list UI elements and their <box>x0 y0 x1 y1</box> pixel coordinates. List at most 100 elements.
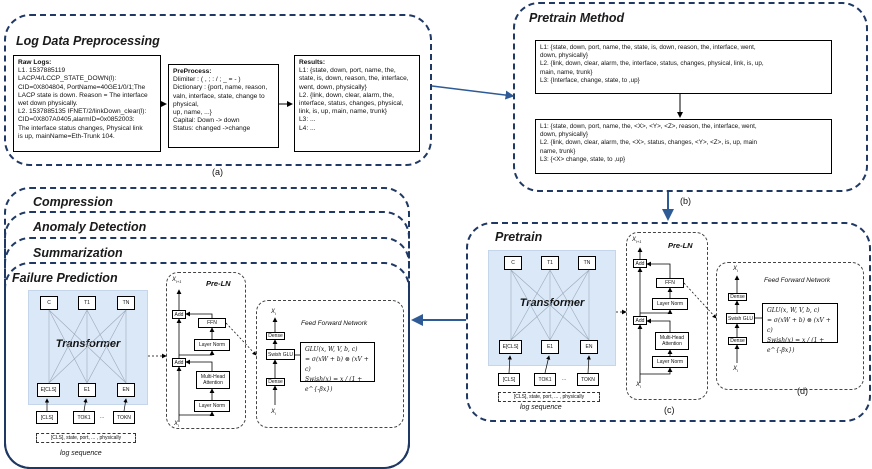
panel-c-frame <box>466 222 871 422</box>
in-token-tokn-left: TOKN <box>113 411 135 424</box>
preprocess-line: valn, interface, state, change to <box>173 92 265 100</box>
emb-token-en-right: EN <box>580 340 598 354</box>
pretrain-original-line: L3: {Interface, change, state, to ,up} <box>540 76 640 84</box>
panel-b-title: Pretrain Method <box>529 11 625 25</box>
results-lines: L1: {state, down, port, name, the,state,… <box>299 67 415 133</box>
raw-log-line: is up, mainName=Eth-Trunk 104. <box>18 132 115 140</box>
x-top-left: Xl+1 <box>172 277 182 285</box>
in-token-ellipsis-right: ... <box>562 376 567 382</box>
x-bottom-right: Xl <box>636 382 641 390</box>
raw-logs-heading: Raw Logs: <box>18 59 52 66</box>
results-box: Results: L1: {state, down, port, name, t… <box>294 55 420 152</box>
compression-title: Compression <box>33 195 113 209</box>
preprocess-line: up, name, ...} <box>173 109 212 117</box>
panel-b-caption: (b) <box>680 196 691 206</box>
ffn-title-left: Feed Forward Network <box>301 320 368 327</box>
pretrain-masked-line: L3: {<X> change, state, to ,up} <box>540 155 626 163</box>
out-token-c-left: C <box>40 296 58 310</box>
in-token-ellipsis-left: ... <box>100 414 105 420</box>
x-top-right: Xl+1 <box>632 237 642 245</box>
panel-c-caption: (c) <box>664 405 675 415</box>
result-line: state, is, down, reason, the, interface, <box>299 75 409 83</box>
in-token-tok1-right: TOK1 <box>534 373 556 386</box>
emb-token-e1-right: E1 <box>541 340 559 354</box>
formula-box-right: GLU(x, W, V, b, c)= σ(xW + b) ⊗ (xV + c)… <box>762 303 838 354</box>
pretrain-masked-line: name, trunk} <box>540 147 576 155</box>
pretrain-original-lines: L1: {state, down, port, name, the, state… <box>540 44 827 85</box>
swish-glu-left: Swish GLU <box>266 349 295 360</box>
preln-title-left: Pre-LN <box>206 279 231 288</box>
preprocess-lines: Dlimiter : ( , ; : / ; _ = - )Dictionary… <box>173 76 274 133</box>
panel-d-caption: (d) <box>797 386 808 396</box>
result-line: L3: ... <box>299 116 316 124</box>
pretrain-masked-line: down, physically} <box>540 131 588 139</box>
pretrain-masked-line: L2. {link, down, clear, alarm, the, <X>,… <box>540 139 758 147</box>
swish-glu-right: Swish GLU <box>726 313 755 324</box>
summarization-title: Summarization <box>33 246 123 260</box>
panel-c-title: Pretrain <box>495 230 543 244</box>
log-seq-box-left: [CLS], state, port, ... , physically <box>36 433 136 443</box>
formula-box-left: GLU(x, W, V, b, c)= σ(xW + b) ⊗ (xV + c)… <box>300 342 375 393</box>
xi-bottom-right: Xi <box>733 366 738 374</box>
result-line: interface, status, changes, physical, <box>299 100 404 108</box>
preprocess-line: Dlimiter : ( , ; : / ; _ = - ) <box>173 76 241 84</box>
failure-title: Failure Prediction <box>12 271 118 285</box>
preprocess-box: PreProcess: Dlimiter : ( , ; : / ; _ = -… <box>168 64 279 148</box>
raw-log-line: wet down physically. <box>18 100 78 108</box>
emb-token-cls-right: E[CLS] <box>499 340 522 354</box>
preprocess-line: physical, <box>173 100 199 108</box>
in-token-tokn-right: TOKN <box>577 373 599 386</box>
raw-log-line: CID=0X807A0405,alarmID=0x0852003: <box>18 116 135 124</box>
xi-top-right: Xi <box>733 266 738 274</box>
pretrain-original-line: L1: {state, down, port, name, the, state… <box>540 44 756 51</box>
raw-log-line: LACP state is down. Reason = The interfa… <box>18 91 148 99</box>
result-line: L4: ... <box>299 124 316 132</box>
in-token-cls-left: [CLS] <box>36 411 58 424</box>
raw-log-line: The interface status changes, Physical l… <box>18 124 143 132</box>
ffn-title-right: Feed Forward Network <box>764 277 831 284</box>
x-bottom-left: Xl <box>174 421 179 429</box>
transformer-label-left: Transformer <box>55 338 121 350</box>
in-token-cls-right: [CLS] <box>498 373 520 386</box>
preprocess-line: Dictionary : {port, name, reason, <box>173 84 268 92</box>
raw-log-line: L1. 1537885119 <box>18 67 66 75</box>
in-token-tok1-left: TOK1 <box>73 411 95 424</box>
preprocess-line: Status: changed ->change <box>173 125 251 133</box>
result-line: L1: {state, down, port, name, the, <box>299 67 396 75</box>
pretrain-original-line: down, physically} <box>540 52 588 60</box>
xi-bottom-left: Xi <box>271 409 276 417</box>
out-token-t1-right: T1 <box>541 256 559 270</box>
log-seq-label-left: log sequence <box>60 450 102 457</box>
panel-a-caption: (a) <box>212 167 223 177</box>
log-seq-box-right: [CLS], state, port, ... , physically <box>498 392 600 402</box>
pretrain-top-box: L1: {state, down, port, name, the, state… <box>535 40 832 94</box>
out-token-tn-left: TN <box>117 296 135 310</box>
failure-frame <box>4 262 410 469</box>
raw-log-line: LACP/4/LCCP_STATE_DOWN(l): <box>18 75 117 83</box>
emb-token-e1-left: E1 <box>78 383 96 397</box>
preln-title-right: Pre-LN <box>668 241 693 250</box>
result-line: went, down, physically} <box>299 83 367 91</box>
log-seq-label-right: log sequence <box>520 404 562 411</box>
out-token-t1-left: T1 <box>78 296 96 310</box>
emb-token-cls-left: E[CLS] <box>37 383 60 397</box>
pretrain-bottom-box: L1: {state, down, port, name, the, <X>, … <box>535 119 832 174</box>
results-heading: Results: <box>299 59 326 66</box>
panel-a-title: Log Data Preprocessing <box>16 34 160 48</box>
pretrain-masked-lines: L1: {state, down, port, name, the, <X>, … <box>540 123 827 164</box>
out-token-tn-right: TN <box>578 256 596 270</box>
xi-top-left: Xi <box>271 309 276 317</box>
pretrain-masked-line: L1: {state, down, port, name, the, <X>, … <box>540 123 757 130</box>
result-line: link, is, up, main, name, trunk} <box>299 108 387 116</box>
out-token-c-right: C <box>504 256 522 270</box>
emb-token-en-left: EN <box>117 383 135 397</box>
preprocess-line: Capital: Down -> down <box>173 117 240 125</box>
anomaly-title: Anomaly Detection <box>33 220 147 234</box>
panel-a-frame <box>4 14 432 166</box>
preprocess-heading: PreProcess: <box>173 68 212 75</box>
pretrain-original-line: L2. {link, down, clear, alarm, the, inte… <box>540 60 764 68</box>
result-line: L2. {link, down, clear, alarm, the, <box>299 91 394 99</box>
